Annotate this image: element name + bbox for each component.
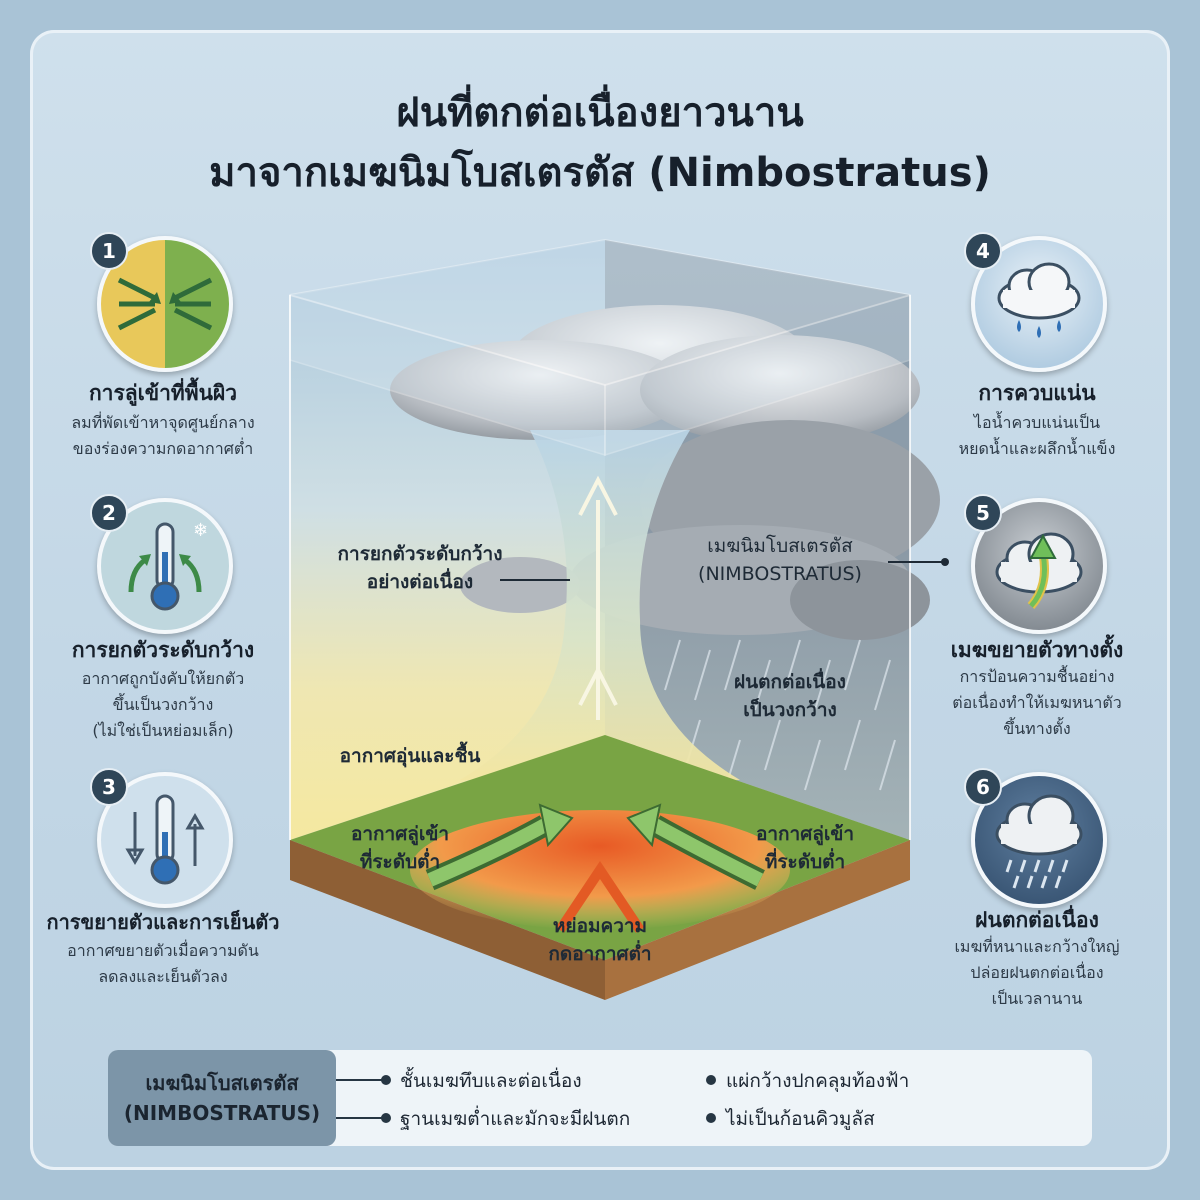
step-1-desc-line2: ของร่องความกดอากาศต่ำ [72,439,254,458]
legend-key-line1: เมฆนิมโบสเตรตัส [145,1071,299,1095]
step-2-number: 2 [90,494,128,532]
legend-item-1: ชั้นเมฆทึบและต่อเนื่อง [400,1070,582,1092]
step-5-desc-line1: การป้อนความชื้นอย่าง [959,667,1115,686]
step-3: 3 การขยายตัวและการเย็นตัว อากาศขยายตัวเม… [28,768,298,998]
step-4-description: ไอน้ำควบแน่นเป็น หยดน้ำและผลึกน้ำแข็ง [902,410,1172,462]
step-4-desc-line1: ไอน้ำควบแน่นเป็น [973,413,1101,432]
step-5-number: 5 [964,494,1002,532]
step-1-desc-line1: ลมที่พัดเข้าหาจุดศูนย์กลาง [71,413,255,432]
cloud-type-label-line1: เมฆนิมโบสเตรตัส [707,535,853,557]
legend-item-3: แผ่กว้างปกคลุมท้องฟ้า [726,1070,910,1092]
convergence-left-line2: ที่ระดับต่ำ [359,851,441,873]
step-5-desc-line2: ต่อเนื่องทำให้เมฆหนาตัว [952,693,1122,712]
step-4: 4 การควบแน่น ไอน้ำควบแน่นเป็น หยดน้ำและผ… [902,232,1172,462]
step-2: ❄ 2 การยกตัวระดับกว้าง อากาศถูกบังคับให้… [28,494,298,744]
step-2-desc-line1: อากาศถูกบังคับให้ยกตัว [81,669,245,688]
cloud-type-label-line2: (NIMBOSTRATUS) [698,563,862,585]
legend-bullet-4 [706,1113,716,1123]
legend-item-2: ฐานเมฆต่ำและมักจะมีฝนตก [400,1108,631,1130]
step-2-heading: การยกตัวระดับกว้าง [71,638,255,662]
legend-panel: เมฆนิมโบสเตรตัส (NIMBOSTRATUS) ชั้นเมฆทึ… [108,1050,1092,1146]
thermometer-updown-icon [97,772,233,908]
legend-bullet-1 [381,1075,391,1085]
step-4-number: 4 [964,232,1002,270]
step-1-heading: การลู่เข้าที่พื้นผิว [88,381,238,405]
step-6-number: 6 [964,768,1002,806]
uplift-label-line1: การยกตัวระดับกว้าง [337,543,503,565]
converging-arrows [425,803,765,933]
step-5-description: การป้อนความชื้นอย่าง ต่อเนื่องทำให้เมฆหน… [902,664,1172,742]
step-6-desc-line1: เมฆที่หนาและกว้างใหญ่ [954,937,1120,956]
step-2-description: อากาศถูกบังคับให้ยกตัว ขึ้นเป็นวงกว้าง (… [28,666,298,744]
step-6-desc-line3: เป็นเวลานาน [991,989,1083,1008]
cloud-drops-icon [971,236,1107,372]
step-5: 5 เมฆขยายตัวทางตั้ง การป้อนความชื้นอย่าง… [902,494,1172,744]
step-6: 6 ฝนตกต่อเนื่อง เมฆที่หนาและกว้างใหญ่ ปล… [902,768,1172,1018]
legend-item-4: ไม่เป็นก้อนคิวมูลัส [726,1108,875,1130]
title-line-2: มาจากเมฆนิมโบสเตรตัส (Nimbostratus) [209,150,991,196]
step-1: 1 การลู่เข้าที่พื้นผิว ลมที่พัดเข้าหาจุด… [28,232,298,462]
step-3-heading: การขยายตัวและการเย็นตัว [46,910,280,934]
step-2-desc-line2: ขึ้นเป็นวงกว้าง [112,695,214,714]
step-2-desc-line3: (ไม่ใช่เป็นหย่อมเล็ก) [92,721,234,740]
widespread-rain-label-line2: เป็นวงกว้าง [743,699,837,721]
step-3-number: 3 [90,768,128,806]
step-5-desc-line3: ขึ้นทางตั้ง [1003,719,1071,738]
legend-bullet-2 [381,1113,391,1123]
warm-moist-label: อากาศอุ่นและชื้น [339,745,481,767]
convergence-left-line1: อากาศลู่เข้า [350,823,450,845]
title-line-1: ฝนที่ตกต่อเนื่องยาวนาน [396,90,804,136]
ground-right-side [605,840,910,1000]
up-arrows [578,475,618,720]
step-6-description: เมฆที่หนาและกว้างใหญ่ ปล่อยฝนตกต่อเนื่อง… [902,934,1172,1012]
legend-key-line2: (NIMBOSTRATUS) [123,1101,321,1125]
widespread-rain-label: ฝนตกต่อเนื่อง เป็นวงกว้าง [695,668,885,724]
cloud-type-label: เมฆนิมโบสเตรตัส (NIMBOSTRATUS) [670,532,890,588]
step-5-heading: เมฆขยายตัวทางตั้ง [950,638,1124,662]
step-1-description: ลมที่พัดเข้าหาจุดศูนย์กลาง ของร่องความกด… [28,410,298,462]
step-3-desc-line2: ลดลงและเย็นตัวลง [98,967,228,986]
step-1-number: 1 [90,232,128,270]
convergence-left-label: อากาศลู่เข้า ที่ระดับต่ำ [320,820,480,876]
convergence-right-line1: อากาศลู่เข้า [755,823,855,845]
nimbostratus-cloud [390,305,940,640]
legend-bullet-3 [706,1075,716,1085]
legend-key: เมฆนิมโบสเตรตัส (NIMBOSTRATUS) [108,1050,336,1146]
svg-text:❄: ❄ [193,520,208,541]
cloud-uparrow-icon [971,498,1107,634]
step-4-heading: การควบแน่น [978,381,1096,405]
step-3-desc-line1: อากาศขยายตัวเมื่อความดัน [67,941,259,960]
low-pressure-line1: หย่อมความ [552,915,648,937]
step-6-heading: ฝนตกต่อเนื่อง [975,908,1099,932]
step-4-desc-line2: หยดน้ำและผลึกน้ำแข็ง [958,439,1116,458]
uplift-label-line2: อย่างต่อเนื่อง [366,571,474,593]
widespread-rain-label-line1: ฝนตกต่อเนื่อง [734,671,846,693]
low-pressure-label: หย่อมความ กดอากาศต่ำ [515,912,685,968]
legend-connectors [336,1079,384,1119]
ground-left-side [290,840,605,1000]
convergence-right-line2: ที่ระดับต่ำ [764,851,846,873]
convergence-right-label: อากาศลู่เข้า ที่ระดับต่ำ [725,820,885,876]
step-3-description: อากาศขยายตัวเมื่อความดัน ลดลงและเย็นตัวล… [28,938,298,990]
step-6-desc-line2: ปล่อยฝนตกต่อเนื่อง [970,963,1104,982]
low-pressure-line2: กดอากาศต่ำ [548,943,652,965]
uplift-label: การยกตัวระดับกว้าง อย่างต่อเนื่อง [300,540,540,596]
